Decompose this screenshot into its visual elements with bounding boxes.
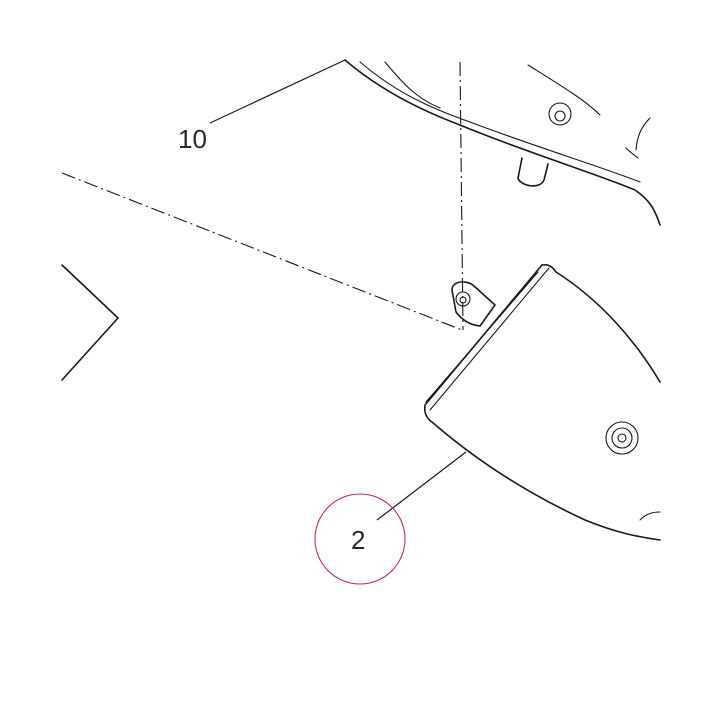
vertical-center-line	[459, 61, 464, 331]
leader-line-2	[376, 451, 467, 521]
cover-screw-boss	[605, 421, 639, 455]
diagonal-center-line	[61, 172, 463, 331]
callout-label-2: 2	[351, 525, 365, 555]
callout-highlight-circle-2	[314, 493, 406, 585]
upper-boss-outer	[548, 102, 572, 126]
callout-label-10: 10	[178, 124, 207, 154]
cover-part-2	[423, 263, 661, 541]
cover-pin-hole	[455, 291, 471, 307]
left-frame-edge	[61, 264, 119, 381]
upper-boss-inner	[554, 110, 566, 122]
upper-panel-part	[344, 59, 661, 226]
leader-line-10	[209, 59, 346, 124]
